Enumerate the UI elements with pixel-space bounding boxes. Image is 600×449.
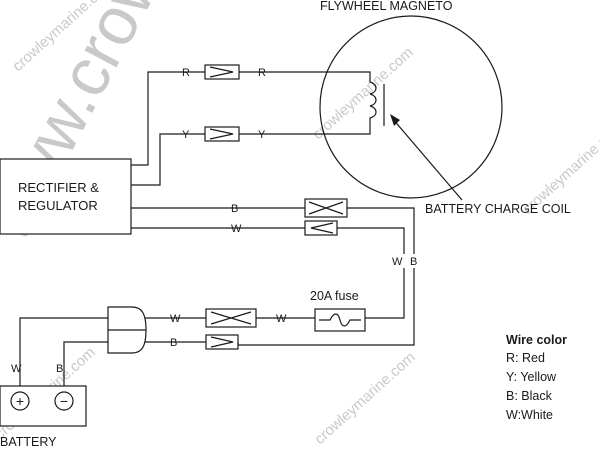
battery-coupler: W B bbox=[11, 306, 147, 386]
wire-label-y: Y bbox=[182, 129, 190, 141]
main-w-line: W W bbox=[145, 308, 315, 328]
coil-pointer-head bbox=[390, 114, 400, 126]
wire-label-b: B bbox=[170, 337, 177, 349]
flywheel-magneto: FLYWHEEL MAGNETO BATTERY CHARGE COIL bbox=[319, 0, 571, 216]
battery-negative-terminal bbox=[54, 391, 74, 411]
magneto-label: FLYWHEEL MAGNETO bbox=[320, 0, 453, 13]
charge-coil bbox=[369, 73, 377, 130]
watermark-small: crowleymarine.com bbox=[311, 349, 418, 448]
fuse-label: 20A fuse bbox=[310, 289, 359, 303]
main-b-line: B bbox=[145, 334, 239, 350]
wire-label-w: W bbox=[276, 313, 287, 325]
coil-pointer bbox=[391, 117, 463, 201]
connector-red bbox=[204, 64, 240, 80]
magneto-circle bbox=[319, 15, 503, 199]
yellow-wire: Y Y bbox=[131, 126, 371, 186]
wire-label-w: W bbox=[170, 313, 181, 325]
rectifier-label-line1: RECTIFIER & bbox=[18, 180, 99, 195]
battery-minus-sign: − bbox=[60, 393, 68, 409]
wire-label-w: W bbox=[392, 256, 403, 268]
wire-label-b: B bbox=[56, 363, 63, 375]
wire-color-legend: Wire color R: Red Y: Yellow B: Black W:W… bbox=[506, 333, 567, 422]
connector-black bbox=[205, 334, 239, 350]
battery: + − BATTERY bbox=[0, 385, 87, 449]
battery-positive-terminal bbox=[10, 391, 30, 411]
rectifier-label-line2: REGULATOR bbox=[18, 198, 98, 213]
rectifier-regulator: RECTIFIER & REGULATOR bbox=[0, 158, 132, 235]
fuse: 20A fuse bbox=[310, 289, 366, 332]
connector-yellow bbox=[204, 126, 240, 142]
rectifier-box bbox=[0, 158, 132, 235]
wire-label-r: R bbox=[258, 67, 266, 79]
legend-title: Wire color bbox=[506, 333, 567, 347]
wire-label-w: W bbox=[231, 223, 242, 235]
battery-label: BATTERY bbox=[0, 435, 57, 449]
legend-item: W:White bbox=[506, 408, 553, 422]
red-wire: R R bbox=[131, 64, 371, 166]
battery-plus-sign: + bbox=[16, 393, 24, 409]
wire-label-b: B bbox=[231, 203, 238, 215]
wire-label-y: Y bbox=[258, 129, 266, 141]
legend-item: R: Red bbox=[506, 351, 545, 365]
legend-item: B: Black bbox=[506, 389, 553, 403]
wire-label-b: B bbox=[410, 256, 417, 268]
legend-item: Y: Yellow bbox=[506, 370, 557, 384]
rectifier-output-wires: B W W B bbox=[131, 198, 424, 346]
wire-label-w: W bbox=[11, 363, 22, 375]
charge-coil-label: BATTERY CHARGE COIL bbox=[425, 202, 571, 216]
wire-label-r: R bbox=[182, 67, 190, 79]
